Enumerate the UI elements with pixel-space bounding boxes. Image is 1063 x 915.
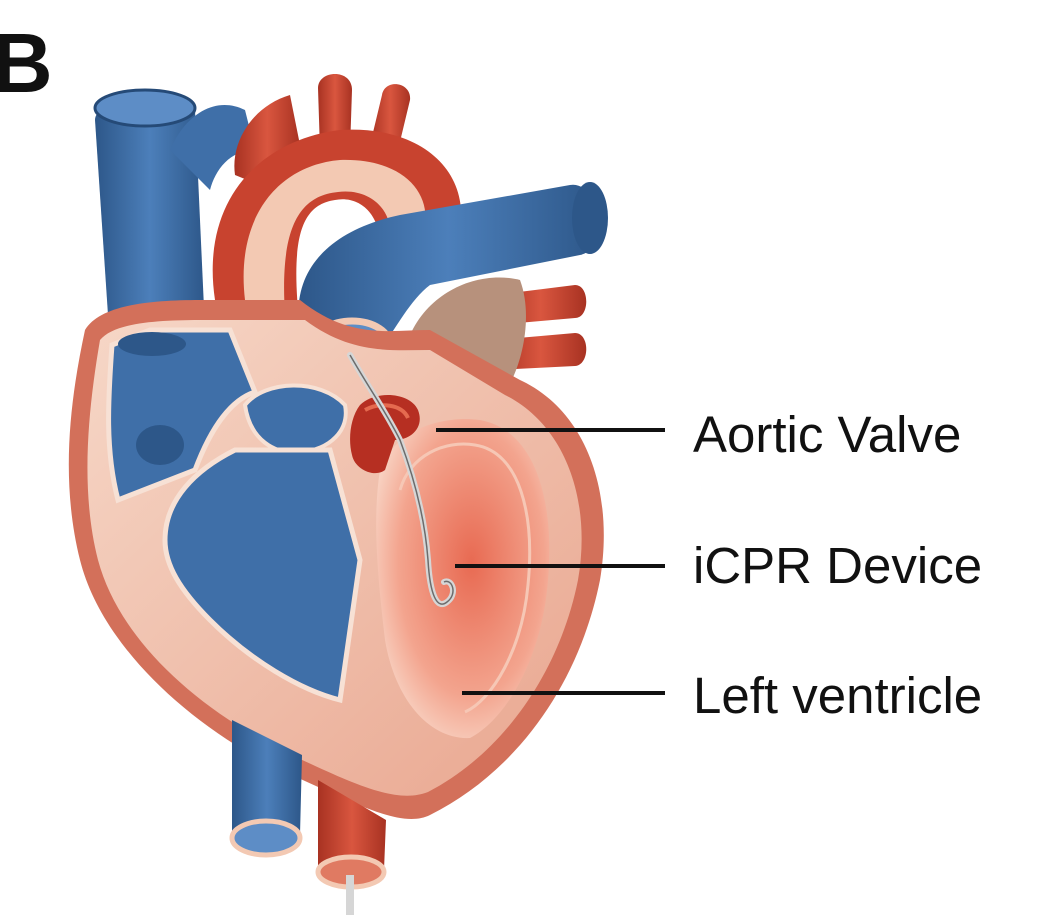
- ivc-opening: [136, 425, 184, 465]
- aortic-valve-label: Aortic Valve: [693, 406, 961, 463]
- icpr-device-label: iCPR Device: [693, 537, 982, 594]
- left-ventricle-label: Left ventricle: [693, 667, 982, 724]
- panel-letter: B: [0, 16, 53, 110]
- coronary-sinus-opening: [118, 332, 186, 356]
